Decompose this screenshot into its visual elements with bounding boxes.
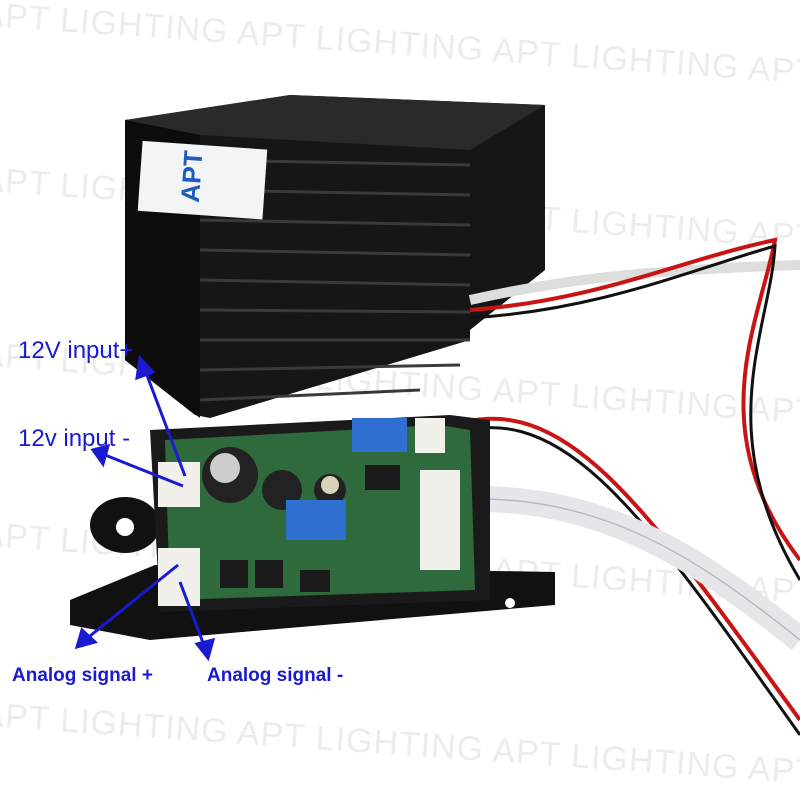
potentiometer [352, 418, 407, 452]
laser-heatsink: APT [125, 95, 545, 418]
driver-board [70, 415, 555, 640]
potentiometer [286, 500, 346, 540]
apt-logo: APT [175, 149, 209, 203]
label-analog-signal-positive: Analog signal + [12, 665, 153, 686]
signal-connector [420, 470, 460, 570]
wires [439, 237, 800, 736]
label-12v-input-negative: 12v input - [18, 425, 131, 452]
label-12v-input-positive: 12V input+ [18, 337, 134, 364]
label-analog-signal-negative: Analog signal - [207, 665, 344, 686]
annotation-arrows [74, 354, 216, 662]
product-sticker [137, 140, 268, 220]
